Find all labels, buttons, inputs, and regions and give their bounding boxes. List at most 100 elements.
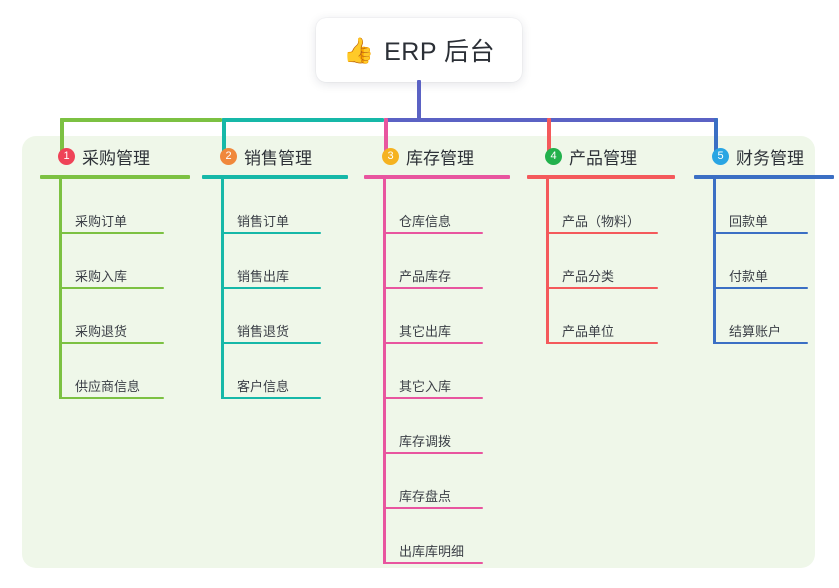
branch-item-rule: [383, 452, 483, 454]
branch-item-list-2: 销售订单销售出库销售退货客户信息: [202, 179, 348, 399]
branch-item-rule: [383, 562, 483, 564]
branch-rule-1: [40, 175, 190, 179]
branch-item-label: 其它入库: [399, 379, 452, 394]
branch-item[interactable]: 销售出库: [202, 234, 348, 289]
bus-segment-3: [384, 118, 718, 122]
drop-line-1: [60, 118, 64, 152]
branch-item[interactable]: 付款单: [694, 234, 834, 289]
branch-badge-4: 4: [545, 147, 562, 165]
branch-item-list-5: 回款单付款单结算账户: [694, 179, 834, 344]
branch-rule-4: [527, 175, 675, 179]
thumbs-up-icon: 👍: [342, 36, 375, 65]
branch-item[interactable]: 库存调拨: [364, 399, 510, 454]
branch-column-1: 1 采购管理采购订单采购入库采购退货供应商信息: [40, 144, 190, 399]
drop-line-5: [714, 118, 718, 152]
branch-spine-5: [713, 179, 716, 344]
branch-item[interactable]: 采购订单: [40, 179, 190, 234]
branch-item-rule: [59, 342, 164, 344]
branch-badge-1: 1: [58, 147, 75, 165]
branch-item-rule: [383, 507, 483, 509]
branch-item-rule: [221, 232, 321, 234]
branch-item[interactable]: 仓库信息: [364, 179, 510, 234]
branch-item[interactable]: 采购入库: [40, 234, 190, 289]
branch-item-label: 销售出库: [237, 269, 290, 284]
branch-item-rule: [59, 232, 164, 234]
branch-item[interactable]: 库存盘点: [364, 454, 510, 509]
branch-item[interactable]: 产品库存: [364, 234, 510, 289]
branch-column-3: 3 库存管理仓库信息产品库存其它出库其它入库库存调拨库存盘点出库库明细: [364, 144, 510, 564]
branch-spine-4: [546, 179, 549, 344]
branch-item-rule: [713, 232, 808, 234]
branch-badge-5: 5: [712, 147, 729, 165]
branch-item[interactable]: 结算账户: [694, 289, 834, 344]
branch-badge-3: 3: [382, 147, 399, 165]
branch-item-label: 库存盘点: [399, 489, 452, 504]
branch-item-label: 结算账户: [729, 324, 782, 339]
root-node-card[interactable]: 👍 ERP 后台: [316, 18, 522, 82]
branch-item-label: 客户信息: [237, 379, 290, 394]
branch-item[interactable]: 产品（物料）: [527, 179, 675, 234]
branch-item[interactable]: 销售订单: [202, 179, 348, 234]
branch-spine-1: [59, 179, 62, 399]
branch-item-label: 产品单位: [562, 324, 615, 339]
branch-item-label: 采购入库: [75, 269, 128, 284]
branch-item[interactable]: 回款单: [694, 179, 834, 234]
branch-title-2: 销售管理: [244, 148, 312, 168]
branch-item-rule: [383, 397, 483, 399]
branch-item[interactable]: 其它出库: [364, 289, 510, 344]
branch-item-label: 采购订单: [75, 214, 128, 229]
branch-title-1: 采购管理: [82, 148, 150, 168]
branch-item-rule: [221, 342, 321, 344]
branch-item-rule: [383, 342, 483, 344]
branch-item[interactable]: 产品单位: [527, 289, 675, 344]
root-node-title: ERP 后台: [384, 38, 496, 66]
bus-segment-1: [60, 118, 222, 122]
branch-item-label: 产品（物料）: [562, 214, 641, 229]
branch-item-label: 回款单: [729, 214, 769, 229]
branch-item-list-4: 产品（物料） 产品分类产品单位: [527, 179, 675, 344]
branch-item-label: 库存调拨: [399, 434, 452, 449]
branch-spine-3: [383, 179, 386, 564]
branch-item-rule: [221, 287, 321, 289]
branch-item-label: 采购退货: [75, 324, 128, 339]
branch-item[interactable]: 销售退货: [202, 289, 348, 344]
branch-item-label: 其它出库: [399, 324, 452, 339]
branch-item[interactable]: 其它入库: [364, 344, 510, 399]
branch-item-label: 销售订单: [237, 214, 290, 229]
branch-item-label: 出库库明细: [399, 544, 465, 559]
branch-item-rule: [383, 232, 483, 234]
branch-header-1[interactable]: 1 采购管理: [40, 144, 190, 168]
branch-spine-2: [221, 179, 224, 399]
branch-rule-3: [364, 175, 510, 179]
branch-item[interactable]: 供应商信息: [40, 344, 190, 399]
branch-item[interactable]: 采购退货: [40, 289, 190, 344]
branch-item-rule: [59, 287, 164, 289]
branch-item-rule: [383, 287, 483, 289]
branch-item-rule: [546, 232, 658, 234]
branch-item-rule: [221, 397, 321, 399]
branch-item-label: 产品库存: [399, 269, 452, 284]
branch-item-label: 付款单: [729, 269, 769, 284]
branch-item[interactable]: 出库库明细: [364, 509, 510, 564]
branch-item[interactable]: 客户信息: [202, 344, 348, 399]
drop-line-3: [384, 118, 388, 152]
branch-item-list-1: 采购订单采购入库采购退货供应商信息: [40, 179, 190, 399]
branch-item-label: 仓库信息: [399, 214, 452, 229]
branch-item-rule: [59, 397, 164, 399]
branch-header-3[interactable]: 3 库存管理: [364, 144, 510, 168]
drop-line-4: [547, 118, 551, 152]
branch-item-rule: [546, 287, 658, 289]
branch-item[interactable]: 产品分类: [527, 234, 675, 289]
bus-segment-2: [222, 118, 384, 122]
branch-item-label: 销售退货: [237, 324, 290, 339]
branch-item-label: 供应商信息: [75, 379, 141, 394]
branch-title-3: 库存管理: [406, 148, 474, 168]
branch-rule-2: [202, 175, 348, 179]
